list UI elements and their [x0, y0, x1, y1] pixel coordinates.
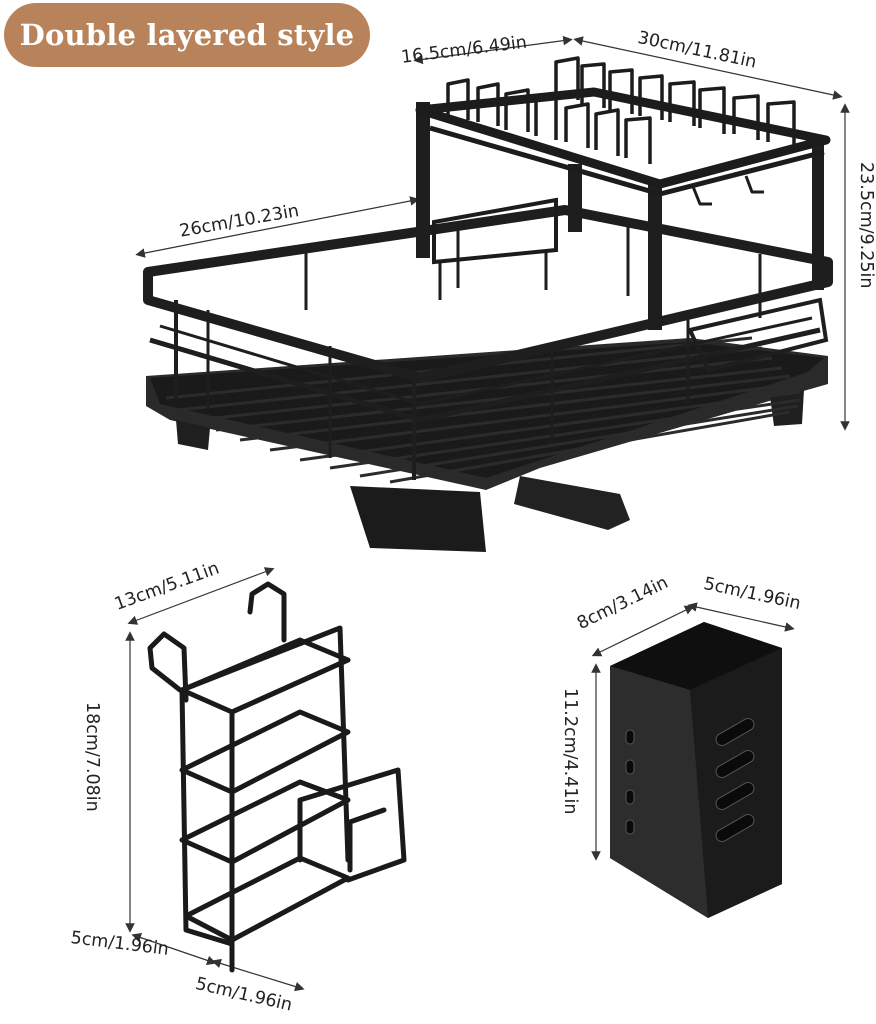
- dish-rack: [143, 56, 833, 552]
- dimension-lines: [125, 35, 850, 992]
- utensil-cup: [610, 622, 782, 918]
- style-badge: Double layered style: [4, 3, 370, 67]
- dim-holder-height: 18cm/7.08in: [82, 702, 102, 812]
- dim-rack-height: 23.5cm/9.25in: [856, 162, 876, 289]
- dim-cup-height: 11.2cm/4.41in: [560, 688, 580, 815]
- sponge-holder: [147, 581, 407, 973]
